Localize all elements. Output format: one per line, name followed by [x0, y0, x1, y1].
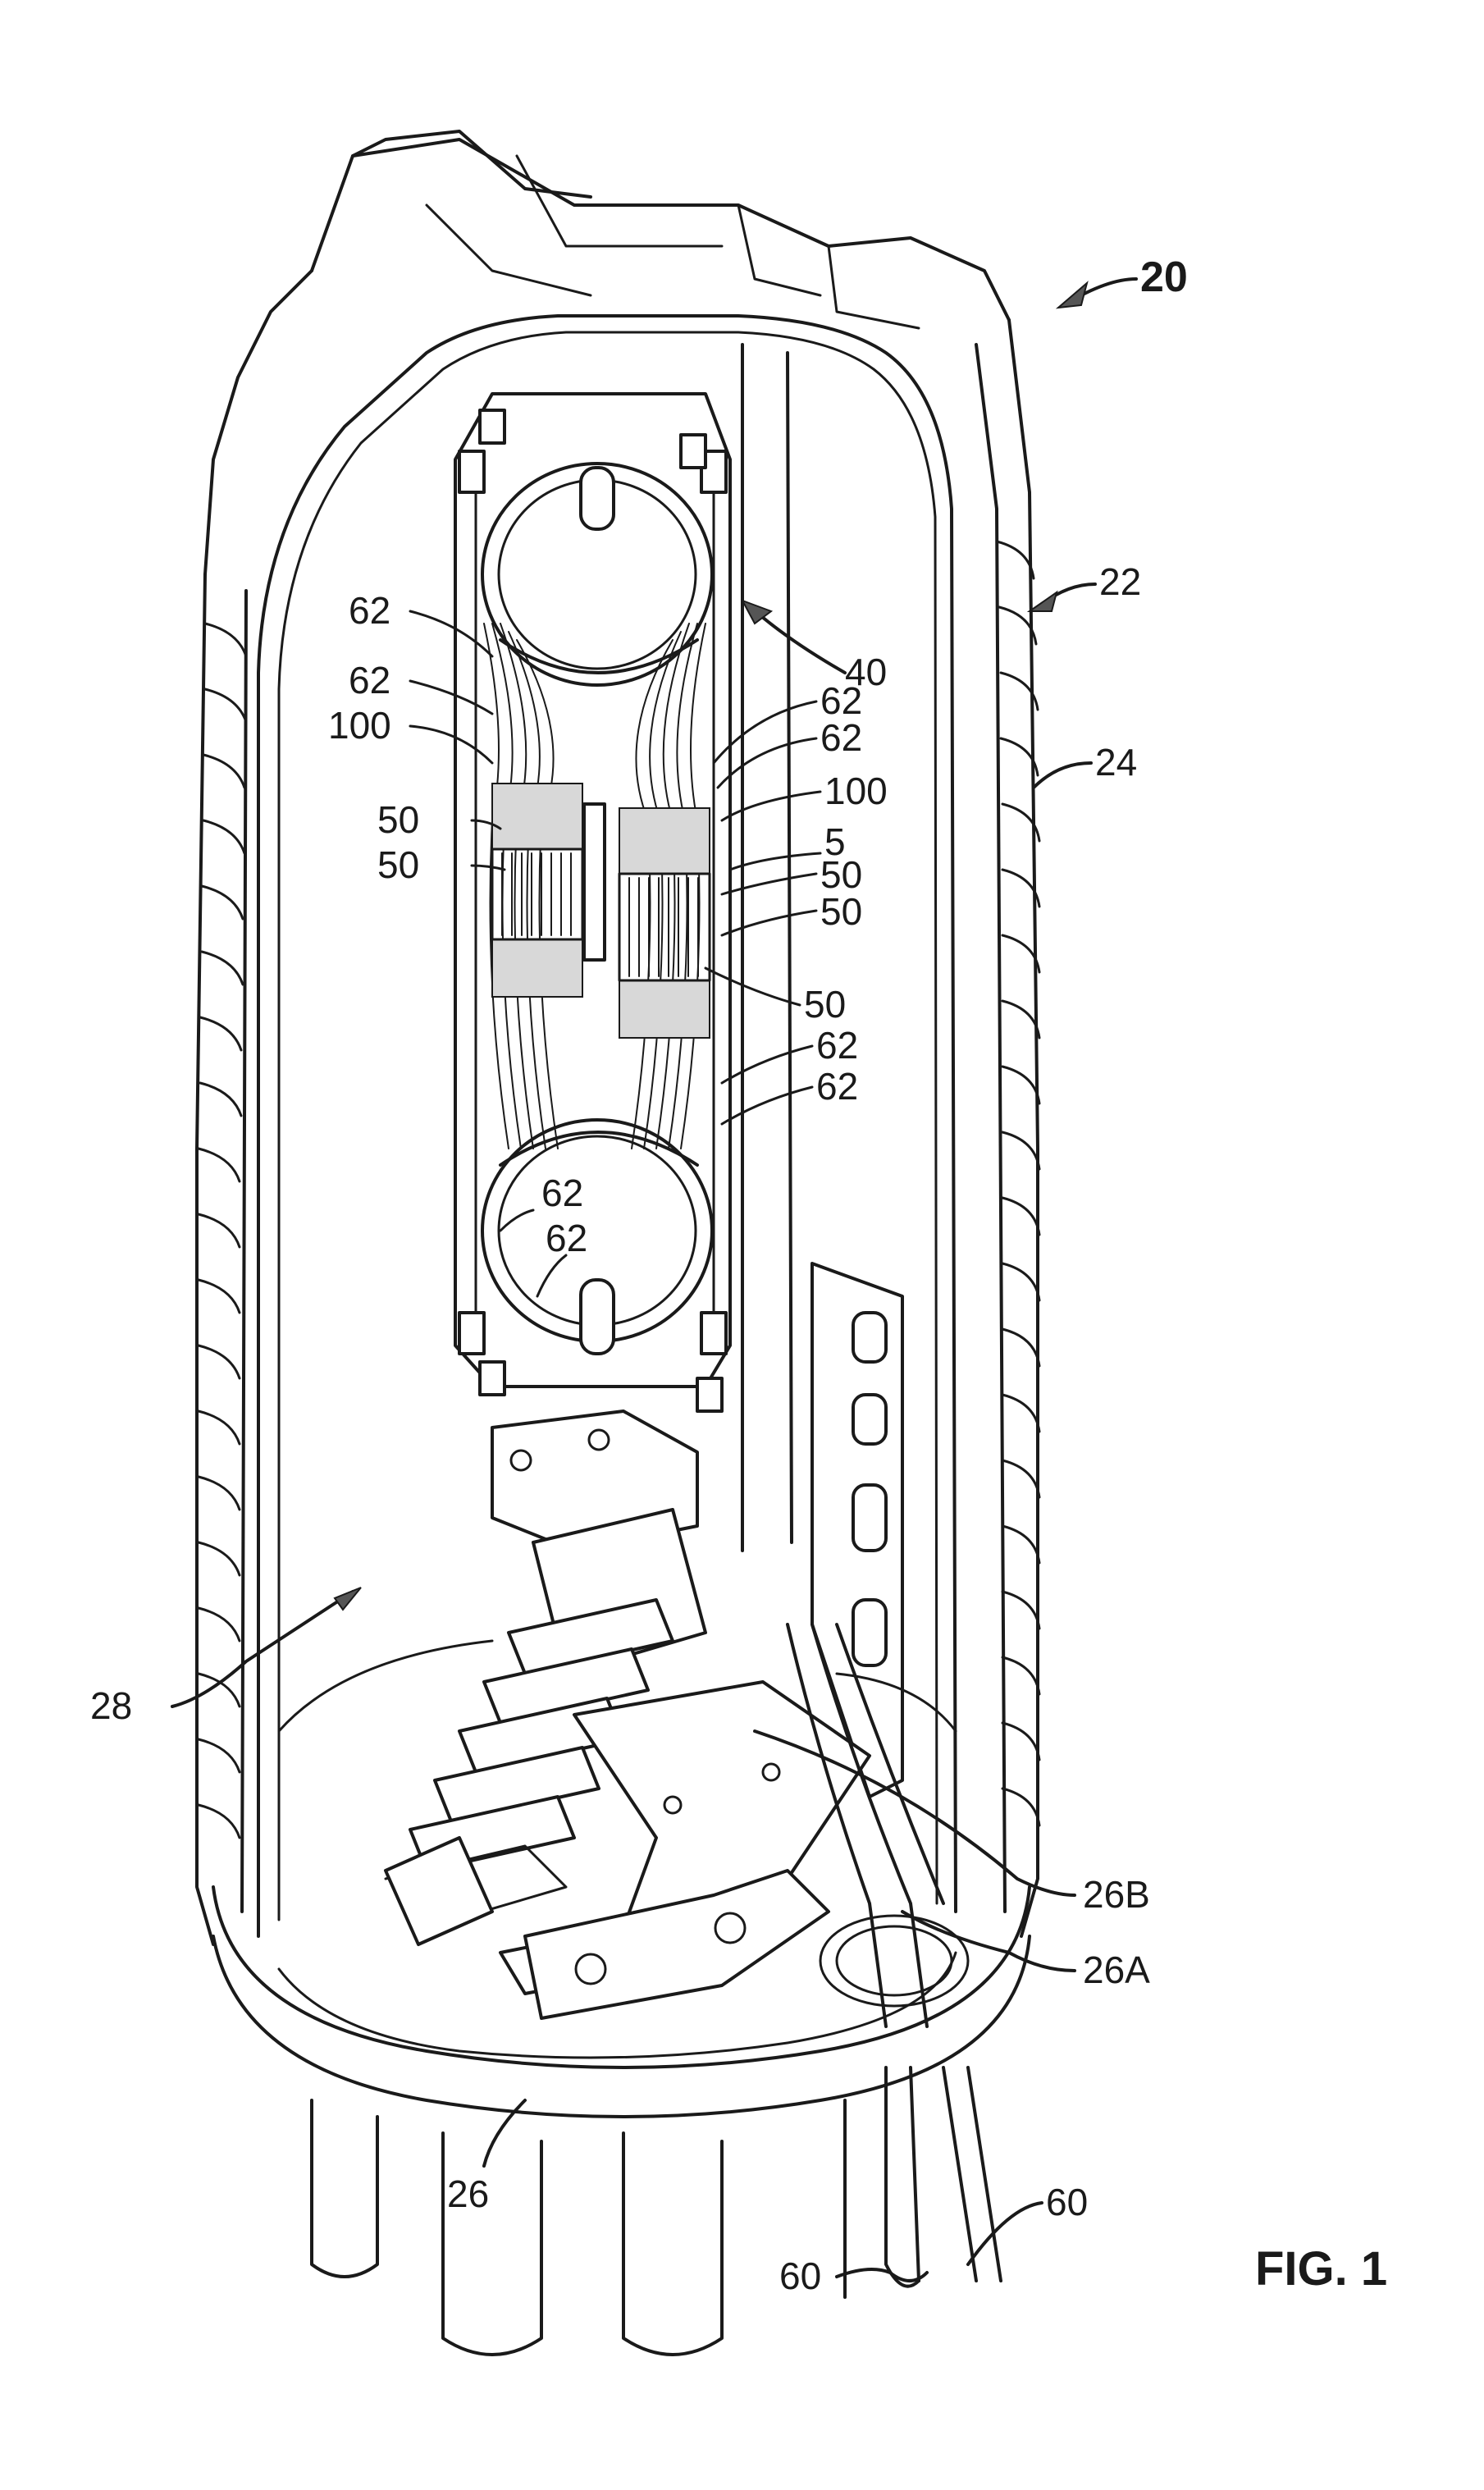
splice-tray	[455, 394, 730, 1411]
label-60-a: 60	[1046, 2181, 1088, 2223]
leader-50c	[722, 874, 816, 894]
label-60-b: 60	[779, 2255, 821, 2297]
label-26b: 26B	[1083, 1873, 1150, 1916]
label-62-e: 62	[816, 1024, 858, 1067]
label-28: 28	[90, 1684, 132, 1727]
leader-60a	[968, 2203, 1042, 2264]
label-50-d: 50	[820, 890, 862, 933]
figure-caption: FIG. 1	[1255, 2242, 1387, 2296]
label-50-e: 50	[804, 983, 846, 1026]
leader-60b	[837, 2269, 927, 2281]
label-50-b: 50	[377, 843, 419, 886]
leader-62d	[718, 738, 816, 788]
label-62-a: 62	[349, 589, 390, 632]
label-22: 22	[1099, 560, 1141, 603]
leader-62e	[722, 1046, 812, 1083]
housing-ribs-left	[199, 624, 246, 1838]
label-100-b: 100	[824, 770, 888, 812]
leader-50d	[722, 911, 816, 935]
label-62-f: 62	[816, 1065, 858, 1108]
label-62-b: 62	[349, 659, 390, 701]
arrow-100b	[722, 792, 820, 820]
leader-24	[1034, 763, 1091, 788]
label-62-h: 62	[546, 1217, 587, 1259]
label-100-a: 100	[328, 704, 391, 747]
label-62-d: 62	[820, 716, 862, 759]
label-26a: 26A	[1083, 1949, 1150, 1991]
label-50-a: 50	[377, 798, 419, 841]
label-24: 24	[1095, 741, 1137, 784]
label-26: 26	[447, 2172, 489, 2215]
label-20: 20	[1140, 254, 1188, 301]
leader-62f	[722, 1087, 812, 1124]
label-62-g: 62	[541, 1172, 583, 1214]
reference-labels: 20 22 24 40 62 62 100 50 50 62 62 100 5 …	[90, 254, 1387, 2297]
